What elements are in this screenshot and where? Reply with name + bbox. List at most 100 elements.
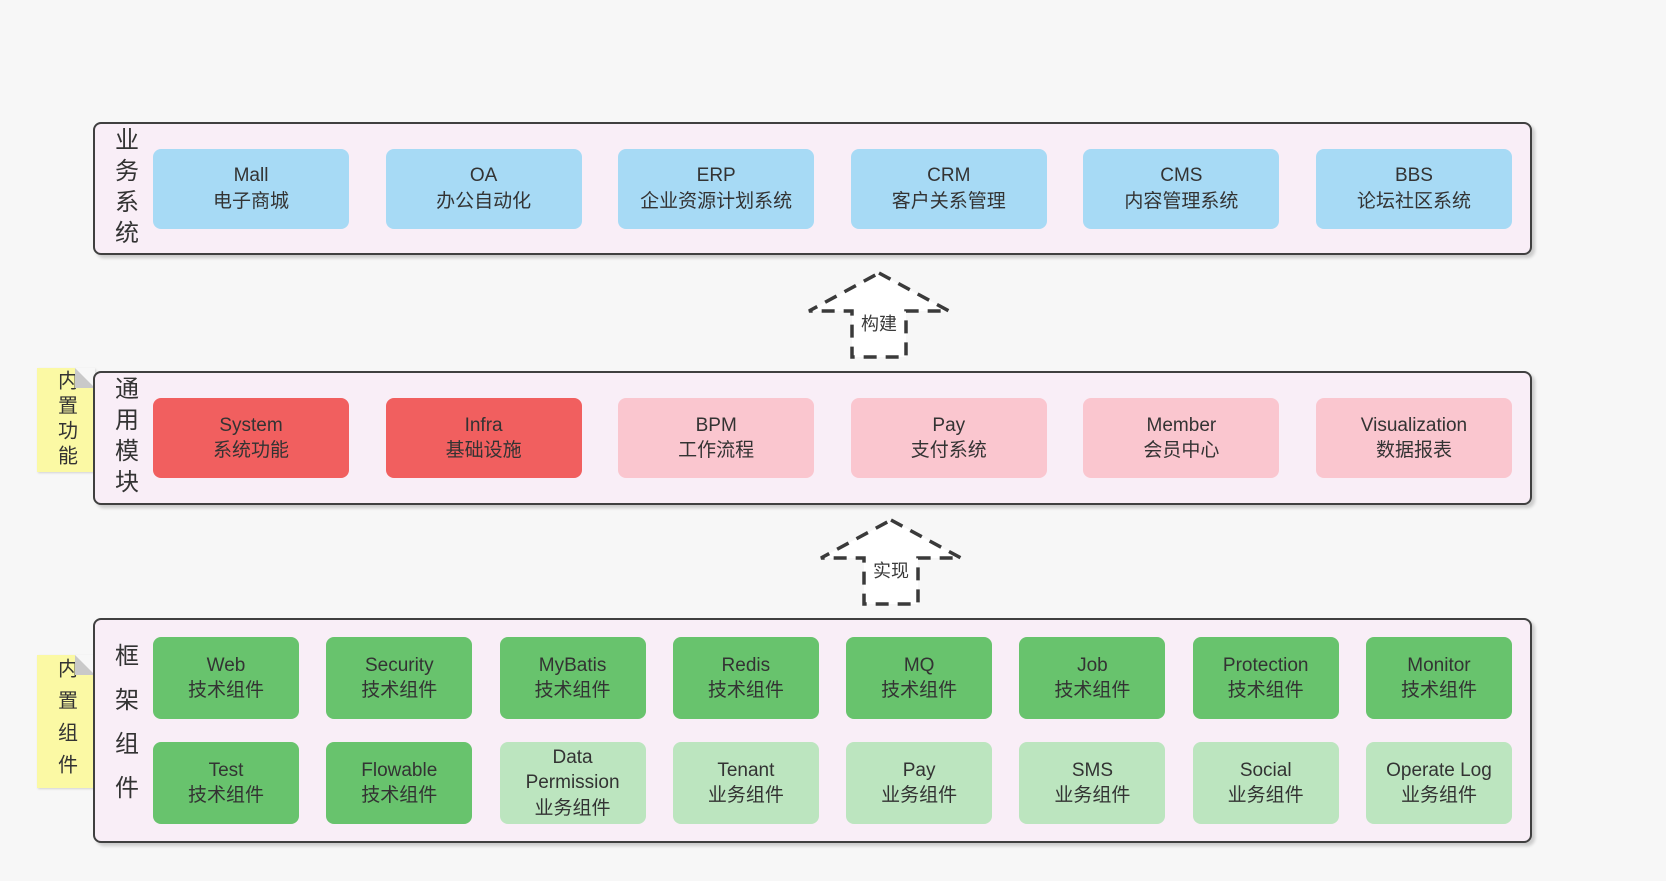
box-name: Flowable (361, 759, 438, 781)
diagram-box-security: Security 技术组件 (326, 637, 473, 719)
layer-content: System 系统功能 Infra 基础设施 BPM 工作流程 Pay 支付系统… (153, 373, 1530, 503)
box-desc: 技术组件 (187, 680, 264, 701)
diagram-box-infra: Infra 基础设施 (385, 398, 582, 478)
box-desc: 业务组件 (534, 797, 611, 819)
sticky-note-built-in-features: 内置功能 (37, 368, 95, 472)
sticky-note-built-in-components: 内置组件 (37, 655, 95, 788)
diagram-box-crm: CRM 客户关系管理 (850, 148, 1047, 229)
box-desc: 论坛社区系统 (1356, 190, 1471, 212)
diagram-box-bbs: BBS 论坛社区系统 (1315, 148, 1512, 229)
box-desc: 业务组件 (1054, 785, 1131, 806)
box-desc: 业务组件 (707, 785, 784, 806)
diagram-box-pay-system: Pay 支付系统 (850, 398, 1047, 478)
diagram-box-data-permission: Data Permission 业务组件 (499, 742, 646, 824)
diagram-box-pay-component: Pay 业务组件 (846, 742, 993, 824)
diagram-box-member: Member 会员中心 (1083, 398, 1280, 478)
box-desc: 会员中心 (1143, 440, 1220, 461)
box-name: Job (1077, 654, 1108, 676)
box-name: Data Permission (525, 747, 620, 794)
diagram-box-job: Job 技术组件 (1019, 637, 1166, 719)
diagram-box-social: Social 业务组件 (1192, 742, 1339, 824)
box-name: BPM (695, 414, 737, 436)
box-desc: 办公自动化 (436, 190, 532, 212)
box-name: Redis (721, 654, 771, 676)
box-name: MyBatis (538, 654, 607, 676)
box-desc: 技术组件 (361, 785, 438, 806)
box-desc: 客户关系管理 (891, 190, 1006, 212)
diagram-box-cms: CMS 内容管理系统 (1083, 148, 1280, 229)
box-name: MQ (903, 654, 935, 676)
diagram-box-mq: MQ 技术组件 (846, 637, 993, 719)
sticky-note-text: 内置组件 (54, 657, 77, 786)
box-desc: 工作流程 (678, 440, 755, 461)
box-desc: 技术组件 (707, 680, 784, 701)
box-desc: 业务组件 (1400, 785, 1477, 806)
diagram-box-protection: Protection 技术组件 (1192, 637, 1339, 719)
box-desc: 技术组件 (1054, 680, 1131, 701)
sticky-note-text: 内置功能 (54, 370, 77, 470)
build-arrow: 构建 (806, 270, 952, 360)
box-desc: 业务组件 (881, 785, 958, 806)
box-desc: 技术组件 (361, 680, 438, 701)
component-row-1: Web 技术组件 Security 技术组件 MyBatis 技术组件 Redi… (153, 637, 1512, 719)
diagram-box-sms: SMS 业务组件 (1019, 742, 1166, 824)
box-name: CRM (927, 165, 971, 187)
box-name: Social (1239, 759, 1292, 781)
box-name: Protection (1222, 654, 1309, 676)
diagram-box-mall: Mall 电子商城 (153, 148, 349, 229)
box-name: ERP (696, 165, 736, 187)
diagram-box-redis: Redis 技术组件 (672, 637, 819, 719)
box-name: Pay (932, 414, 966, 436)
box-name: Infra (464, 414, 503, 436)
diagram-box-mybatis: MyBatis 技术组件 (499, 637, 646, 719)
box-desc: 技术组件 (881, 680, 958, 701)
box-desc: 技术组件 (1227, 680, 1304, 701)
box-name: Visualization (1360, 414, 1468, 436)
box-name: System (219, 414, 283, 436)
implement-arrow-label: 实现 (870, 557, 912, 583)
diagram-box-oa: OA 办公自动化 (385, 148, 582, 229)
box-name: Mall (233, 165, 269, 187)
diagram-box-test: Test 技术组件 (153, 742, 299, 824)
box-name: Tenant (717, 759, 775, 781)
box-name: Member (1146, 414, 1217, 436)
box-name: CMS (1160, 165, 1203, 187)
implement-arrow: 实现 (818, 517, 964, 607)
box-desc: 电子商城 (212, 190, 289, 212)
box-desc: 系统功能 (212, 440, 289, 461)
box-desc: 业务组件 (1227, 785, 1304, 806)
box-name: OA (469, 165, 498, 187)
layer-content: Web 技术组件 Security 技术组件 MyBatis 技术组件 Redi… (153, 620, 1530, 841)
box-name: BBS (1394, 165, 1433, 187)
box-name: Pay (902, 759, 936, 781)
box-name: Operate Log (1386, 759, 1492, 781)
build-arrow-label: 构建 (858, 310, 900, 336)
layer-label-framework-components: 框架组件 (95, 620, 153, 841)
layer-label-business-systems: 业务系统 (95, 124, 153, 253)
component-row-2: Test 技术组件 Flowable 技术组件 Data Permission … (153, 742, 1512, 824)
diagram-box-erp: ERP 企业资源计划系统 (618, 148, 815, 229)
box-desc: 数据报表 (1375, 440, 1452, 461)
box-name: Monitor (1407, 654, 1471, 676)
box-desc: 技术组件 (1400, 680, 1477, 701)
box-desc: 基础设施 (445, 440, 522, 461)
box-desc: 支付系统 (910, 440, 987, 461)
layer-label-text: 通用模块 (110, 376, 138, 500)
layer-common-modules: 通用模块 System 系统功能 Infra 基础设施 BPM 工作流程 Pay… (93, 371, 1532, 505)
box-name: SMS (1071, 759, 1113, 781)
diagram-box-web: Web 技术组件 (153, 637, 299, 719)
layer-framework-components: 框架组件 Web 技术组件 Security 技术组件 MyBatis 技术组件… (93, 618, 1532, 843)
diagram-box-bpm: BPM 工作流程 (618, 398, 815, 478)
box-name: Security (364, 654, 434, 676)
box-desc: 技术组件 (187, 785, 264, 806)
layer-label-common-modules: 通用模块 (95, 373, 153, 503)
diagram-box-system: System 系统功能 (153, 398, 349, 478)
layer-label-text: 业务系统 (110, 126, 138, 251)
box-desc: 内容管理系统 (1124, 190, 1239, 212)
diagram-box-visualization: Visualization 数据报表 (1315, 398, 1512, 478)
diagram-box-monitor: Monitor 技术组件 (1365, 637, 1512, 719)
diagram-box-operate-log: Operate Log 业务组件 (1365, 742, 1512, 824)
box-name: Web (206, 654, 246, 676)
layer-business-systems: 业务系统 Mall 电子商城 OA 办公自动化 ERP 企业资源计划系统 CRM… (93, 122, 1532, 255)
diagram-box-tenant: Tenant 业务组件 (672, 742, 819, 824)
